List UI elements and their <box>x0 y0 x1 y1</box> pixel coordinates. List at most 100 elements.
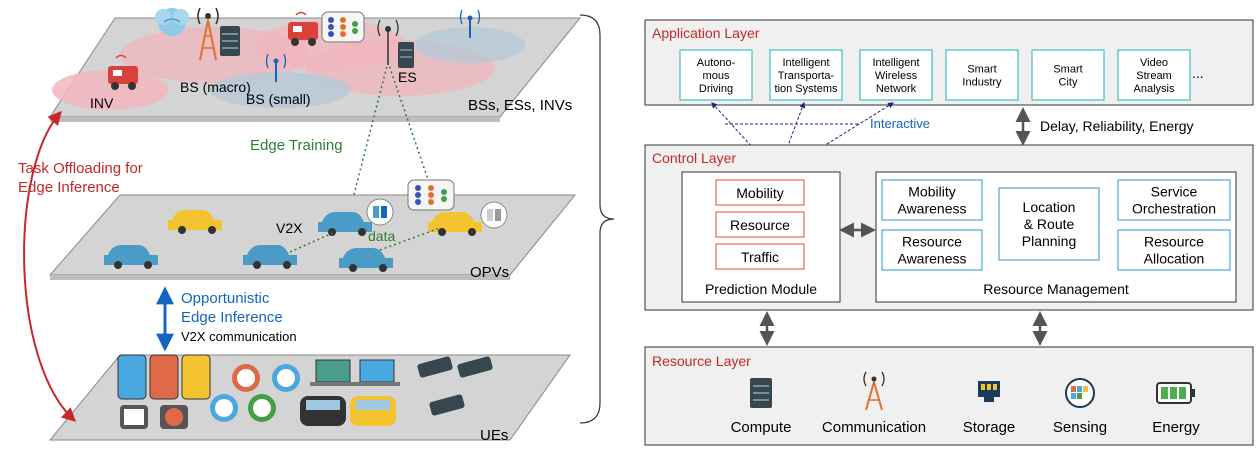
blue-car-icon-4 <box>339 248 393 272</box>
laptop-icons <box>310 359 400 386</box>
edge-training-label: Edge Training <box>250 137 343 154</box>
neural-network-icon <box>321 11 365 43</box>
management-item-4-text-line-2: Awareness <box>897 250 966 266</box>
resource-layer-title: Resource Layer <box>652 353 751 369</box>
car-front-icons <box>300 396 396 426</box>
app-box-6-text-line-3: Analysis <box>1134 83 1175 95</box>
resource-label-energy: Energy <box>1152 419 1200 436</box>
sensing-icon <box>1065 378 1095 408</box>
brain-icon <box>155 8 189 36</box>
management-item-2-text-line-3: Planning <box>1022 233 1077 249</box>
interactive-label: Interactive <box>870 116 930 131</box>
top-layer-label: BSs, ESs, INVs <box>468 97 572 114</box>
yellow-car-icon-2 <box>428 212 482 236</box>
resource-label-compute: Compute <box>731 419 792 436</box>
management-item-1-text-line-2: Awareness <box>897 200 966 216</box>
task-offloading-label-2: Edge Inference <box>18 179 120 196</box>
prediction-item-label: Mobility <box>736 185 783 201</box>
app-box-4-text-line-1: Smart <box>967 63 996 75</box>
inv-label: INV <box>90 95 114 111</box>
v2x-communication-label: V2X communication <box>181 329 297 344</box>
management-item-3-text-line-2: Orchestration <box>1132 200 1216 216</box>
app-box-6-text-line-1: Video <box>1140 57 1168 69</box>
blue-car-icon <box>104 245 158 269</box>
task-offloading-label-1: Task Offloading for <box>18 160 143 177</box>
prediction-item-mobility: Mobility <box>715 179 805 206</box>
management-item-2-text-line-1: Location <box>1023 199 1076 215</box>
edge-device-icon-2 <box>480 201 508 229</box>
app-box-2-text-line-1: Intelligent <box>782 57 829 69</box>
app-box-6-text-line-2: Stream <box>1136 70 1171 82</box>
app-box-1-text-line-2: mous <box>703 70 730 82</box>
prediction-item-resource: Resource <box>715 211 805 238</box>
macro-tower-icon <box>197 7 219 61</box>
cctv-icons <box>417 356 493 416</box>
edge-training-links <box>349 61 436 211</box>
neural-network-icon-2 <box>407 179 455 211</box>
storage-icon <box>978 381 1000 402</box>
middle-layer-label: OPVs <box>470 264 509 281</box>
es-label: ES <box>398 69 417 85</box>
app-box-5-text-line-2: City <box>1059 76 1078 88</box>
management-item-1-text-line-1: Mobility <box>908 183 955 199</box>
v2x-links <box>289 227 441 253</box>
prediction-module-label: Prediction Module <box>705 281 817 297</box>
grouping-brace <box>579 14 615 424</box>
top-plane <box>49 17 582 122</box>
data-label: data <box>368 228 395 244</box>
es-tower-icon <box>377 19 399 65</box>
prediction-item-label: Resource <box>730 217 790 233</box>
app-box-2-text-line-2: Transporta- <box>778 70 835 82</box>
app-box-5-text-line-1: Smart <box>1053 63 1082 75</box>
resource-label-communication: Communication <box>822 419 926 436</box>
edge-device-icon <box>366 198 394 226</box>
management-item-4-text-line-1: Resource <box>902 233 962 249</box>
yellow-car-icon <box>168 210 222 234</box>
app-box-1-text-line-1: Autono- <box>697 57 736 69</box>
inv-coverage <box>52 70 168 110</box>
watch-icons <box>120 405 188 429</box>
management-item-5-text-line-1: Resource <box>1144 233 1204 249</box>
app-box-1-text-line-3: Driving <box>699 83 733 95</box>
app-box-3-text-line-1: Intelligent <box>872 57 919 69</box>
app-box-2-text-line-3: tion Systems <box>775 83 838 95</box>
small-bs-coverage <box>210 72 350 108</box>
apps-ellipsis: ... <box>1192 65 1204 81</box>
task-offloading-arrow <box>23 110 77 422</box>
resource-label-storage: Storage <box>963 419 1016 436</box>
resource-label-sensing: Sensing <box>1053 419 1107 436</box>
bs-small-label: BS (small) <box>246 91 311 107</box>
red-truck-icon <box>288 11 318 46</box>
opportunistic-label-1: Opportunistic <box>181 290 270 307</box>
prediction-item-label: Traffic <box>741 249 779 265</box>
app-box-3-text-line-3: Network <box>876 83 917 95</box>
es-server-icon <box>398 42 414 68</box>
bottom-layer-label: UEs <box>480 427 508 444</box>
opportunistic-label-2: Edge Inference <box>181 309 283 326</box>
small-bs-icon-2 <box>459 9 481 38</box>
prediction-item-traffic: Traffic <box>715 243 805 270</box>
blue-car-icon-2 <box>243 245 297 269</box>
compute-icon <box>750 378 772 408</box>
communication-icon <box>863 371 885 411</box>
resource-layer-panel <box>644 346 1254 446</box>
energy-icon <box>1156 382 1195 404</box>
management-item-2-text-line-2: & Route <box>1024 216 1075 232</box>
inv-truck-icon <box>108 54 138 90</box>
management-item-5-text-line-2: Allocation <box>1144 250 1205 266</box>
management-item-3-text-line-1: Service <box>1151 183 1198 199</box>
app-box-3-text-line-2: Wireless <box>875 70 918 82</box>
resource-management-label: Resource Management <box>983 281 1129 297</box>
bs-macro-label: BS (macro) <box>180 79 251 95</box>
